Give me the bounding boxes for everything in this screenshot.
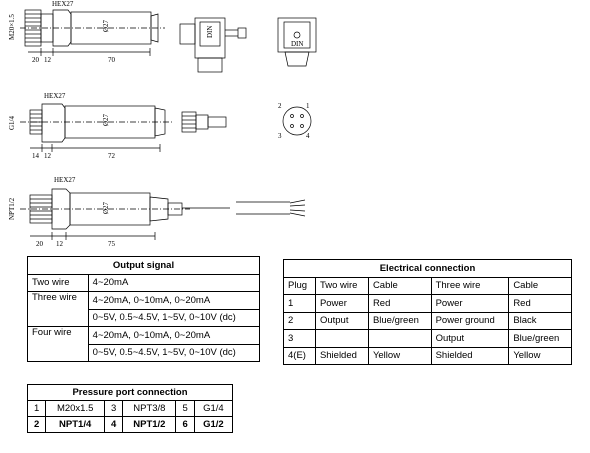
dim-1a: 20 — [32, 56, 40, 64]
table-cell: Shielded — [314, 346, 369, 365]
table-cell: Black — [508, 311, 572, 330]
table-cell: NPT1/2 — [122, 416, 177, 433]
table-cell: G1/2 — [193, 416, 234, 433]
table-cell — [367, 329, 432, 348]
table-cell: Power — [430, 294, 510, 313]
table-row: 0~5V, 0.5~4.5V, 1~5V, 0~10V (dc) — [28, 343, 261, 362]
dim-1c: 70 — [108, 56, 116, 64]
table-cell: G1/4 — [193, 400, 234, 417]
dim-thread-3: NPT1/2 — [8, 197, 16, 220]
transmitter-drawing-2 — [20, 103, 172, 152]
table-row: Three wire 4~20mA, 0~10mA, 0~20mA — [27, 291, 261, 327]
din-side-label: DIN — [206, 26, 214, 38]
table-cell: 2 — [26, 416, 47, 433]
table-row: 2 NPT1/4 4 NPT1/2 6 G1/2 — [26, 416, 234, 433]
dim-2b: 12 — [44, 152, 52, 160]
column-header: Cable — [367, 276, 432, 295]
table-cell: 1 — [283, 294, 316, 313]
dim-2c: 72 — [108, 152, 116, 160]
table-row: 4(E) Shielded Yellow Shielded Yellow — [283, 346, 572, 365]
table-cell: 3 — [283, 329, 316, 348]
table-cell: 6 — [175, 416, 195, 433]
table-row: 1 Power Red Power Red — [283, 294, 572, 313]
pin-label-3: 3 — [278, 132, 282, 140]
table-cell: 5 — [175, 400, 195, 417]
technical-drawings: HEX27 M20×1.5 20 12 70 Ø27 DIN DIN HEX27… — [8, 0, 317, 248]
table-cell: Output — [314, 311, 369, 330]
pressure-port-title: Pressure port connection — [27, 384, 233, 401]
electrical-connection-title: Electrical connection — [283, 259, 572, 278]
table-cell: Red — [367, 294, 432, 313]
din-connector-front — [277, 17, 317, 67]
dim-dia-2: Ø27 — [102, 113, 110, 126]
table-cell: NPT1/4 — [45, 416, 105, 433]
dim-dia-3: Ø27 — [102, 201, 110, 214]
table-cell: Yellow — [508, 346, 572, 365]
table-cell: Power — [314, 294, 369, 313]
din-face-label: DIN — [291, 40, 303, 48]
din-connector-side — [179, 17, 247, 73]
pressure-port-table: Pressure port connection 1 M20x1.5 3 NPT… — [26, 384, 234, 433]
table-cell: Power ground — [430, 311, 510, 330]
transmitter-drawing-1 — [20, 9, 165, 56]
table-cell: Yellow — [367, 346, 432, 365]
dim-hex-3: HEX27 — [54, 176, 76, 184]
table-cell: Blue/green — [367, 311, 432, 330]
table-cell: 4(E) — [283, 346, 316, 365]
dim-hex-2: HEX27 — [44, 92, 66, 100]
table-row: Two wire 4~20mA — [27, 273, 261, 292]
electrical-connection-table: Electrical connection Plug Two wire Cabl… — [283, 259, 572, 365]
table-row: 1 M20x1.5 3 NPT3/8 5 G1/4 — [26, 400, 234, 417]
table-row: 2 Output Blue/green Power ground Black — [283, 311, 572, 330]
column-header: Two wire — [314, 276, 369, 295]
signal-value: 0~5V, 0.5~4.5V, 1~5V, 0~10V (dc) — [87, 343, 261, 362]
pin-label-2: 2 — [278, 102, 282, 110]
m12-connector — [181, 111, 227, 133]
dim-3c: 75 — [108, 240, 116, 248]
transmitter-drawing-3 — [20, 188, 306, 240]
table-row: Four wire 4~20mA, 0~10mA, 0~20mA — [27, 326, 261, 362]
output-signal-title: Output signal — [27, 256, 260, 275]
dim-3a: 20 — [36, 240, 44, 248]
column-header: Cable — [508, 276, 572, 295]
signal-value: 4~20mA — [87, 273, 261, 292]
signal-value: 4~20mA, 0~10mA, 0~20mA — [87, 291, 261, 310]
wire-type: Four wire — [27, 326, 89, 362]
dim-2a: 14 — [32, 152, 40, 160]
table-cell: Shielded — [430, 346, 510, 365]
table-cell: 2 — [283, 311, 316, 330]
pin-face — [282, 106, 312, 136]
column-header: Three wire — [430, 276, 510, 295]
signal-value: 0~5V, 0.5~4.5V, 1~5V, 0~10V (dc) — [87, 308, 261, 327]
table-row: 3 Output Blue/green — [283, 329, 572, 348]
signal-value: 4~20mA, 0~10mA, 0~20mA — [87, 326, 261, 345]
table-cell: Output — [430, 329, 510, 348]
column-header: Plug — [283, 276, 316, 295]
dim-3b: 12 — [56, 240, 64, 248]
table-cell — [314, 329, 369, 348]
dim-hex-1: HEX27 — [52, 0, 74, 8]
dim-1b: 12 — [44, 56, 52, 64]
table-cell: M20x1.5 — [45, 400, 105, 417]
output-signal-table: Output signal Two wire 4~20mA Three wire… — [27, 256, 261, 362]
dim-thread-2: G1/4 — [8, 116, 16, 131]
header-row: Plug Two wire Cable Three wire Cable — [283, 276, 572, 295]
table-cell: 1 — [26, 400, 47, 417]
table-cell: NPT3/8 — [122, 400, 177, 417]
table-cell: 4 — [103, 416, 124, 433]
wire-type: Two wire — [27, 273, 89, 292]
pin-label-1: 1 — [306, 102, 310, 110]
table-cell: Red — [508, 294, 572, 313]
wire-type: Three wire — [27, 291, 89, 327]
pin-label-4: 4 — [306, 132, 310, 140]
table-cell: 3 — [103, 400, 124, 417]
table-cell: Blue/green — [508, 329, 572, 348]
dim-thread-1: M20×1.5 — [8, 14, 16, 40]
dim-dia-1: Ø27 — [102, 19, 110, 32]
